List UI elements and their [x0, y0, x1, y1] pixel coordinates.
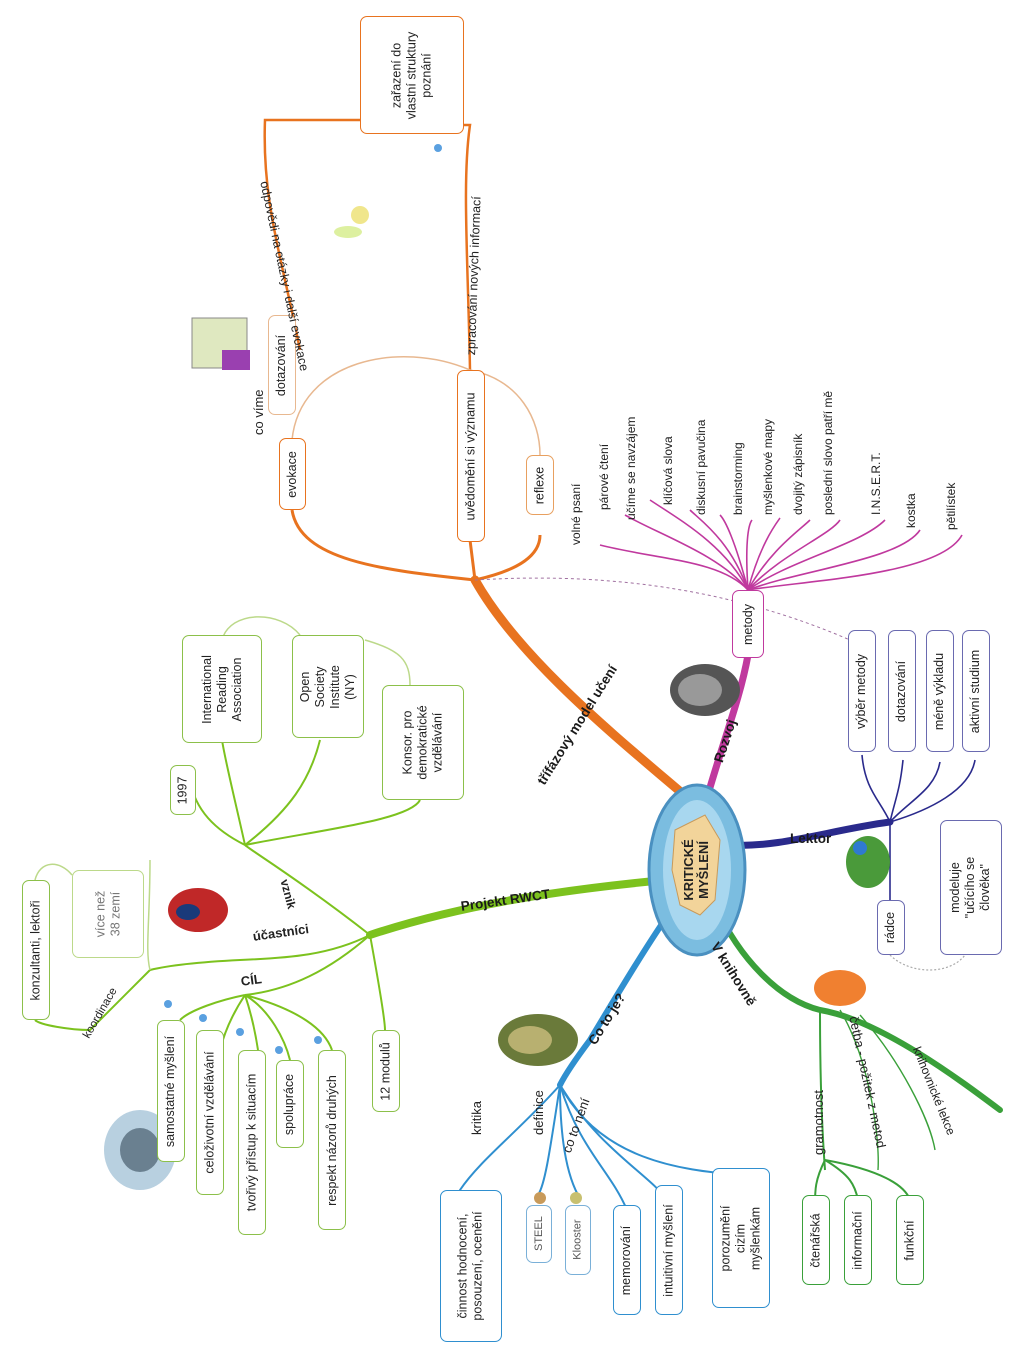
projekt-light-loops — [34, 616, 411, 971]
node-cil-1: samostatné myšlení — [157, 1020, 185, 1162]
evokace-loop — [291, 356, 471, 441]
node-memorovani: memorování — [613, 1205, 641, 1315]
rozvoj-item-5: diskusní pavučina — [694, 419, 708, 515]
center-title: KRITICKÉ MYŠLENÍ — [672, 820, 722, 920]
node-cil-5: respekt názorů druhých — [318, 1050, 346, 1230]
rozvoj-item-3: učíme se navzájem — [624, 416, 638, 520]
node-lektor-3: méně výkladu — [926, 630, 954, 752]
label-definice: definice — [531, 1090, 546, 1135]
label-co-vime: co víme — [251, 389, 266, 435]
node-konzultanti: konzultanti, lektoři — [22, 880, 50, 1020]
node-porozumeni: porozumění cizím myšlenkám — [712, 1168, 770, 1308]
node-dotazovani: dotazování — [268, 315, 296, 415]
model-trunk — [470, 575, 695, 805]
node-knihovna-1: čtenářská — [802, 1195, 830, 1285]
coto-trunk — [557, 902, 678, 1088]
node-konsor: Konsor. pro demokratické vzdělávání — [382, 685, 464, 800]
node-ira: International Reading Association — [182, 635, 262, 743]
model-to-evokace — [290, 509, 476, 582]
node-knihovna-3: funkční — [896, 1195, 924, 1285]
node-modeluje: modeluje "učícího se člověka" — [940, 820, 1002, 955]
node-intuitivni: intuitivní myšlení — [655, 1185, 683, 1315]
node-metody: metody — [732, 590, 764, 658]
lektor-trunk — [726, 818, 894, 849]
clipart-group-figures — [104, 144, 890, 1204]
center-map-shape — [671, 814, 721, 916]
node-evokace: evokace — [279, 438, 306, 510]
node-cil-2: celoživotní vzdělávání — [196, 1030, 224, 1195]
center-title-text: KRITICKÉ MYŠLENÍ — [681, 839, 712, 901]
knihovna-branch-lines — [712, 902, 1003, 1206]
rozvoj-item-9: poslední slovo patří mě — [821, 390, 835, 515]
rozvoj-item-11: kostka — [904, 493, 918, 528]
model-to-vedomi — [468, 539, 477, 581]
label-kritika: kritika — [469, 1101, 484, 1135]
radce-loop — [889, 954, 966, 971]
node-vedomi: uvědomění si významu — [457, 370, 485, 542]
node-radce: rádce — [877, 900, 905, 955]
rozvoj-item-6: brainstorming — [731, 442, 745, 515]
label-gramotnost: gramotnost — [811, 1089, 826, 1155]
branch-label-lektor: Lektor — [790, 831, 832, 846]
node-lektor-4: aktivní studium — [962, 630, 990, 752]
node-steel: STEEL — [526, 1205, 552, 1263]
label-cil: CÍL — [239, 971, 263, 989]
model-branch-lines — [263, 118, 695, 805]
node-reflexe: reflexe — [526, 455, 554, 515]
node-cil-3: tvořivý přístup k situacím — [238, 1050, 266, 1235]
projekt-branch-lines — [34, 739, 669, 1061]
rozvoj-item-4: klíčová slova — [661, 436, 675, 505]
rozvoj-item-1: volné psaní — [569, 483, 583, 545]
rozvoj-item-7: myšlenkové mapy — [761, 418, 775, 515]
rozvoj-trunk — [701, 651, 752, 809]
node-osi: Open Society Institute (NY) — [292, 635, 364, 738]
rozvoj-item-10: I.N.S.E.R.T. — [869, 452, 883, 515]
node-cil-4: spolupráce — [276, 1060, 304, 1148]
node-lektor-2: dotazování — [888, 630, 916, 752]
projekt-trunk — [366, 876, 669, 939]
zpracovani-line — [455, 123, 472, 371]
node-lektor-1: výběr metody — [848, 630, 876, 752]
node-cinnost: činnost hodnocení, posouzení, ocenění — [440, 1190, 502, 1342]
vedomi-loop — [469, 369, 541, 456]
node-moduly: 12 modulů — [372, 1030, 400, 1112]
rozvoj-item-12: pětilístek — [944, 482, 958, 530]
model-to-reflexe — [474, 534, 542, 582]
dashed-link — [474, 577, 851, 641]
rozvoj-item-8: dvojitý zápisník — [791, 433, 805, 515]
rozvoj-item-2: párové čtení — [597, 443, 611, 510]
node-zeme: více než 38 zemí — [72, 870, 144, 958]
node-zarazeni: zařazení do vlastní struktury poznání — [360, 16, 464, 134]
odpovedi-line — [263, 118, 360, 351]
lektor-branch-lines — [726, 754, 976, 900]
node-1997: 1997 — [170, 765, 196, 815]
node-klooster: Klooster — [565, 1205, 591, 1275]
rozvoj-branch-lines — [599, 499, 963, 809]
node-knihovna-2: informační — [844, 1195, 872, 1285]
